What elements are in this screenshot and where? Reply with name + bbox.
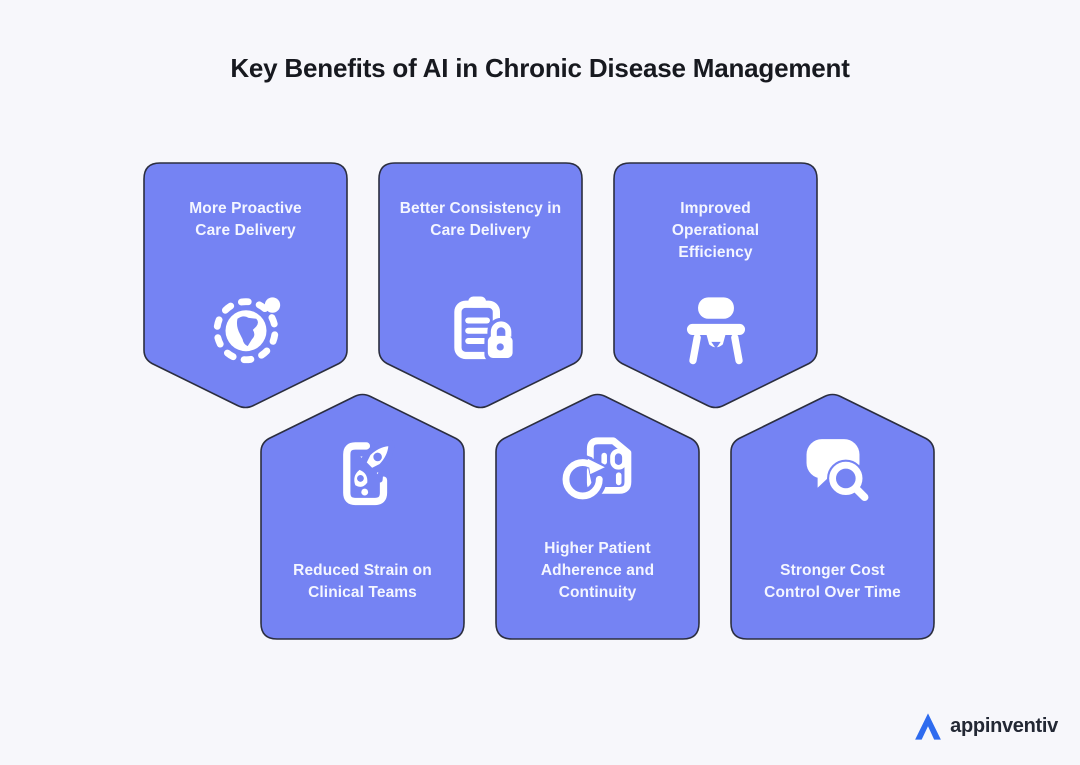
card-title-line: Control Over Time	[764, 584, 901, 601]
chat-search-icon	[792, 428, 874, 510]
card-title: Better Consistency in Care Delivery	[386, 198, 575, 242]
card-title-line: Care Delivery	[430, 222, 531, 239]
card-title-line: More Proactive	[189, 200, 302, 217]
card-title-line: Operational	[671, 222, 760, 239]
card-title: Reduced Strain on Clinical Teams	[268, 560, 457, 604]
card-title-line: Higher Patient	[544, 540, 651, 557]
card-title-line: Stronger Cost	[780, 562, 885, 579]
card-title-line: Care Delivery	[195, 222, 296, 239]
clipboard-lock-icon	[440, 288, 522, 370]
card-title-line: Reduced Strain on	[293, 562, 432, 579]
appinventiv-logo: appinventiv	[914, 712, 1058, 741]
benefit-card-consistency: Better Consistency in Care Delivery	[378, 162, 583, 410]
card-title-line: Clinical Teams	[308, 584, 417, 601]
banner-shape-up	[730, 393, 935, 640]
benefit-card-reduced-strain: Reduced Strain on Clinical Teams	[260, 392, 465, 640]
banner-shape-down	[143, 162, 348, 409]
banner-shape-up	[495, 393, 700, 640]
card-title: Improved Operational Efficiency	[621, 198, 810, 264]
record-sync-icon	[557, 428, 639, 510]
card-title: More Proactive Care Delivery	[151, 198, 340, 242]
card-title-line: Continuity	[558, 584, 637, 601]
page-title: Key Benefits of AI in Chronic Disease Ma…	[230, 53, 850, 83]
banner-shape-down	[378, 162, 583, 409]
banner-shape-down	[613, 162, 818, 409]
benefit-card-cost-control: Stronger Cost Control Over Time	[730, 392, 935, 640]
card-title: Stronger Cost Control Over Time	[738, 560, 927, 604]
appinventiv-logo-text: appinventiv	[950, 715, 1058, 737]
benefit-card-proactive-care: More Proactive Care Delivery	[143, 162, 348, 410]
card-title-line: Improved	[680, 200, 751, 217]
banner-shape-up	[260, 393, 465, 640]
appinventiv-logo-icon	[915, 713, 942, 740]
benefit-card-operational-efficiency: Improved Operational Efficiency	[613, 162, 818, 410]
card-title: Higher Patient Adherence and Continuity	[503, 538, 692, 604]
card-title-line: Efficiency	[678, 244, 753, 261]
card-title-line: Better Consistency in	[399, 200, 562, 217]
workstation-chair-icon	[675, 288, 757, 370]
card-title-line: Adherence and	[540, 562, 655, 579]
phone-rocket-icon	[322, 428, 404, 510]
globe-dotted-icon	[205, 288, 287, 370]
benefit-card-adherence: Higher Patient Adherence and Continuity	[495, 392, 700, 640]
